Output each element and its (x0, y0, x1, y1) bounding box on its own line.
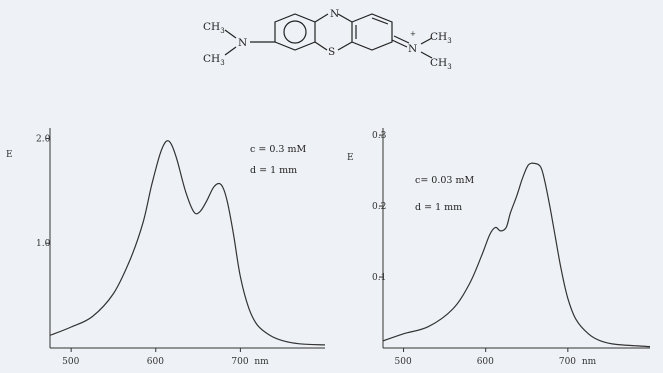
spectrum-line (382, 162, 651, 348)
y-tick-label: 2.0 (36, 134, 51, 144)
y-tick-label: 0.1 (372, 273, 386, 283)
right-ring-double-2 (371, 17, 389, 25)
right-n-label: N (408, 43, 417, 55)
annotation: c = 0.3 mM (250, 144, 306, 155)
central-ring-top-right (337, 13, 353, 23)
central-ring-bottom-right (337, 41, 353, 51)
left-n-label: N (238, 37, 247, 49)
ring-s-label: S (328, 46, 335, 58)
central-ring-bottom-left (314, 41, 328, 51)
x-tick-label: 600 (477, 357, 494, 367)
right-n-double-2 (393, 35, 410, 44)
right-ch3-top-bond (420, 37, 433, 45)
right-n-double-1 (391, 39, 408, 48)
left-ring-aromatic (283, 20, 307, 44)
x-axis-unit: nm (582, 357, 597, 367)
ring-n-label: N (330, 8, 339, 20)
spectrum-line (49, 140, 326, 346)
annotation: c= 0.03 mM (415, 175, 474, 186)
right-ring (351, 13, 393, 51)
left-ch3-top-bond (224, 29, 237, 39)
y-tick-label: 0.3 (372, 131, 387, 141)
right-ch3-bottom-bond (420, 51, 433, 59)
x-tick-label: 700 (559, 357, 576, 367)
x-tick-label: 500 (62, 357, 79, 367)
right-ch3-bottom: CH3 (430, 57, 452, 71)
y-tick-label: 1.0 (36, 239, 51, 249)
x-tick-label: 500 (395, 357, 412, 367)
y-axis-label: E (347, 153, 354, 163)
structure-bonds (224, 13, 433, 59)
x-tick-label: 600 (147, 357, 164, 367)
chart-panel-2: 0.1 0.2 0.3 500 600 700 nm Ec= 0.03 mM d = 1 mm (347, 128, 651, 367)
right-ch3-top: CH3 (430, 31, 452, 45)
x-axis-unit: nm (254, 357, 269, 367)
left-ch3-bottom-bond (224, 46, 237, 56)
central-ring-top-left (314, 13, 329, 23)
annotation: d = 1 mm (250, 165, 297, 176)
right-n-charge: + (410, 30, 416, 38)
x-tick-label: 700 (231, 357, 248, 367)
left-ch3-bottom: CH3 (203, 53, 225, 67)
annotation: d = 1 mm (415, 202, 462, 213)
left-ch3-top: CH3 (203, 21, 225, 35)
y-tick-label: 0.2 (372, 202, 386, 212)
y-axis-label: E (6, 150, 13, 160)
